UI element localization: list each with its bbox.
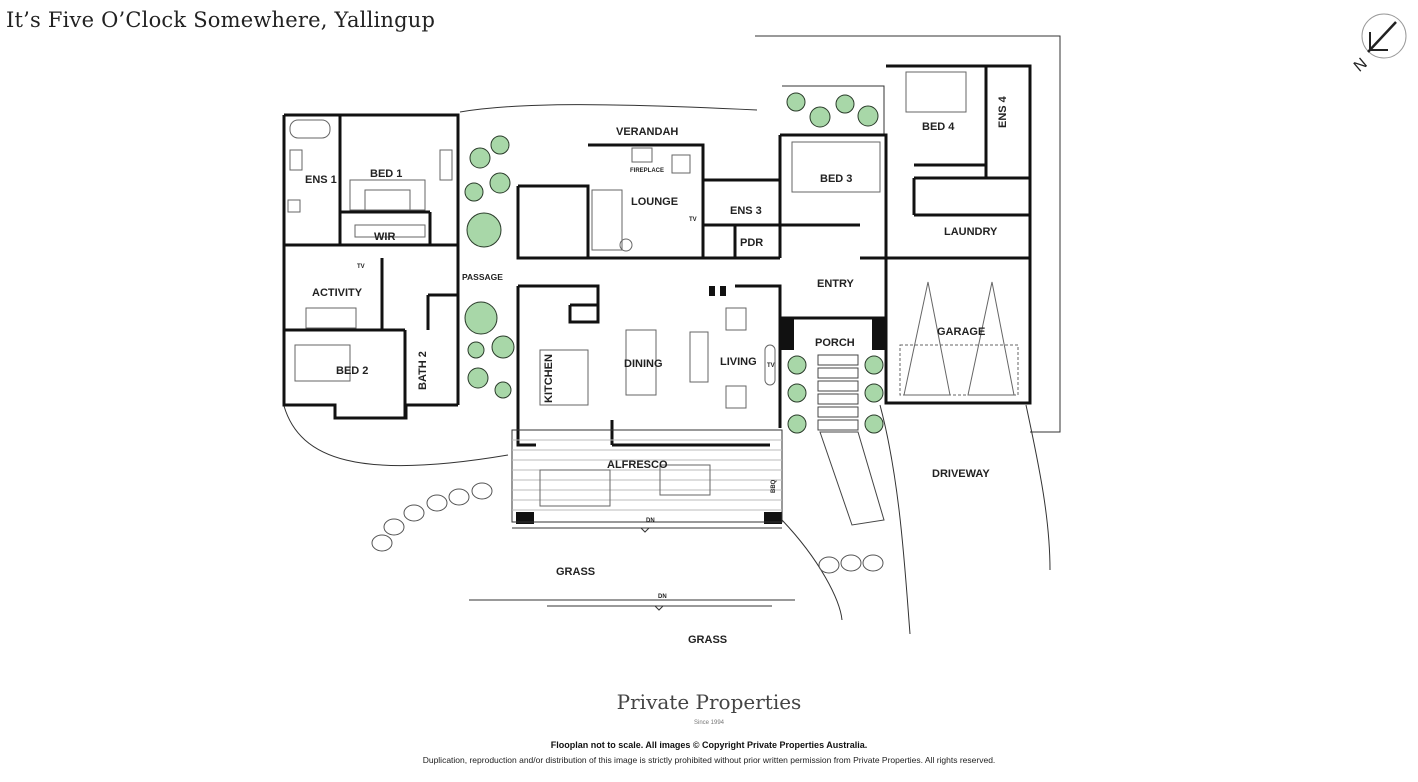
room-label-entry: ENTRY xyxy=(817,278,855,290)
room-label-pdr: PDR xyxy=(740,237,763,249)
tv-mark-lounge: TV xyxy=(689,217,697,223)
room-label-grass-1: GRASS xyxy=(556,566,595,578)
tv-mark-activity: TV xyxy=(357,264,365,270)
room-label-garage: GARAGE xyxy=(937,326,985,338)
north-arrow-icon: N xyxy=(1351,13,1407,74)
room-label-fireplace: FIREPLACE xyxy=(630,168,664,174)
room-label-porch: PORCH xyxy=(815,337,855,349)
page-title: It’s Five O’Clock Somewhere, Yallingup xyxy=(6,8,436,32)
room-label-alfresco: ALFRESCO xyxy=(607,459,668,471)
room-label-laundry: LAUNDRY xyxy=(944,226,998,238)
room-label-ens4: ENS 4 xyxy=(997,95,1009,128)
room-label-lounge: LOUNGE xyxy=(631,196,678,208)
room-label-dining: DINING xyxy=(624,358,663,370)
room-label-living: LIVING xyxy=(720,356,757,368)
brand-logo: Private Properties xyxy=(616,690,802,714)
room-label-bed4: BED 4 xyxy=(922,121,955,133)
room-label-bed3: BED 3 xyxy=(820,173,852,185)
disclaimer-line-1: Flooplan not to scale. All images © Copy… xyxy=(550,740,868,750)
room-label-ens1: ENS 1 xyxy=(305,174,337,186)
room-label-passage: PASSAGE xyxy=(462,272,503,282)
brand-since: Since 1994 xyxy=(693,720,725,726)
room-label-ens3: ENS 3 xyxy=(730,205,762,217)
room-label-grass-2: GRASS xyxy=(688,634,727,646)
room-label-bed2: BED 2 xyxy=(336,365,368,377)
room-label-kitchen: KITCHEN xyxy=(543,354,555,403)
disclaimer-line-2: Duplication, reproduction and/or distrib… xyxy=(422,755,996,765)
dn-mark-alfresco: DN xyxy=(646,518,655,524)
room-label-wir: WIR xyxy=(374,231,395,243)
room-label-activity: ACTIVITY xyxy=(312,287,363,299)
tv-mark-living: TV xyxy=(767,363,775,369)
room-label-verandah: VERANDAH xyxy=(616,126,678,138)
room-label-driveway: DRIVEWAY xyxy=(932,468,990,480)
room-label-bath2: BATH 2 xyxy=(417,351,429,390)
dn-mark-grass: DN xyxy=(658,594,667,600)
room-label-bed1: BED 1 xyxy=(370,168,402,180)
room-label-bbq: BBQ xyxy=(771,479,777,493)
